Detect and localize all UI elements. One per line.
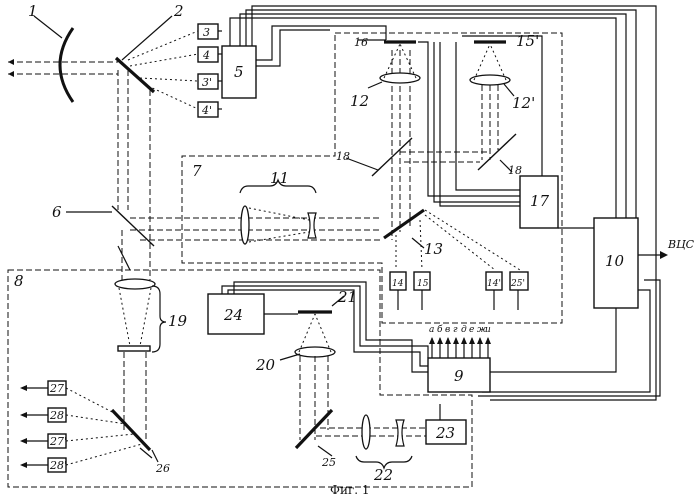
bus-letter-e: е [469, 325, 474, 335]
label-4p: 4' [201, 104, 212, 117]
label-22: 22 [373, 466, 393, 484]
label-16: 16 [354, 36, 368, 49]
label-28p: 28' [49, 459, 67, 472]
bus-letter-v: в [445, 325, 450, 335]
label-8: 8 [14, 272, 24, 290]
label-14p: 14' [487, 279, 501, 289]
label-21: 21 [337, 288, 357, 306]
splitter-13 [384, 210, 424, 238]
lens-22 [362, 415, 370, 449]
lens-12 [380, 73, 420, 83]
label-27p: 27' [49, 435, 67, 448]
window-1 [60, 28, 73, 102]
output-label: ВЦС [667, 238, 695, 251]
label-27: 27 [49, 382, 64, 395]
splitter-25 [296, 410, 332, 448]
label-6: 6 [52, 203, 62, 221]
element-19-plate [118, 346, 150, 351]
mirror-6 [112, 206, 154, 246]
label-5: 5 [234, 63, 244, 81]
bus-letter-b: б [437, 324, 443, 335]
concave-lens-22 [396, 420, 404, 446]
label-23: 23 [435, 424, 455, 442]
label-26: 26 [155, 462, 170, 475]
label-12p: 12' [512, 94, 535, 112]
lens-11 [241, 206, 249, 244]
label-11: 11 [270, 169, 289, 187]
label-7: 7 [192, 162, 202, 180]
concave-lens-11 [308, 213, 316, 238]
label-1: 1 [28, 2, 38, 20]
label-18b: 18 [508, 164, 522, 177]
label-15p: 15' [516, 32, 539, 50]
label-19: 19 [168, 312, 188, 330]
label-14: 14 [392, 279, 404, 289]
lens-12p [470, 75, 510, 85]
label-18a: 18 [336, 150, 350, 163]
lens-20 [295, 347, 335, 357]
figure-caption: Фиг. 1 [330, 483, 370, 497]
label-4: 4 [202, 49, 210, 62]
label-25: 25 [321, 456, 336, 469]
label-12: 12 [350, 92, 369, 110]
label-28: 28 [49, 409, 64, 422]
bus-letter-d: д [461, 325, 467, 335]
bus-letter-a: а [429, 325, 434, 335]
lens-19 [115, 279, 155, 289]
splitter-2 [116, 58, 154, 92]
splitter-26 [112, 410, 150, 450]
label-20: 20 [255, 356, 276, 374]
bus-letter-g: г [453, 325, 458, 335]
label-13: 13 [424, 240, 443, 258]
bus-arrows [429, 337, 491, 358]
bus-letter-i: и [485, 325, 491, 335]
label-25p: 25' [510, 279, 525, 289]
label-17: 17 [530, 192, 550, 210]
label-24: 24 [223, 306, 243, 324]
label-3p: 3' [202, 76, 212, 89]
label-15: 15 [417, 279, 429, 289]
label-9: 9 [454, 367, 464, 385]
label-2: 2 [173, 2, 184, 20]
label-10: 10 [605, 252, 625, 270]
label-3: 3 [203, 26, 210, 39]
